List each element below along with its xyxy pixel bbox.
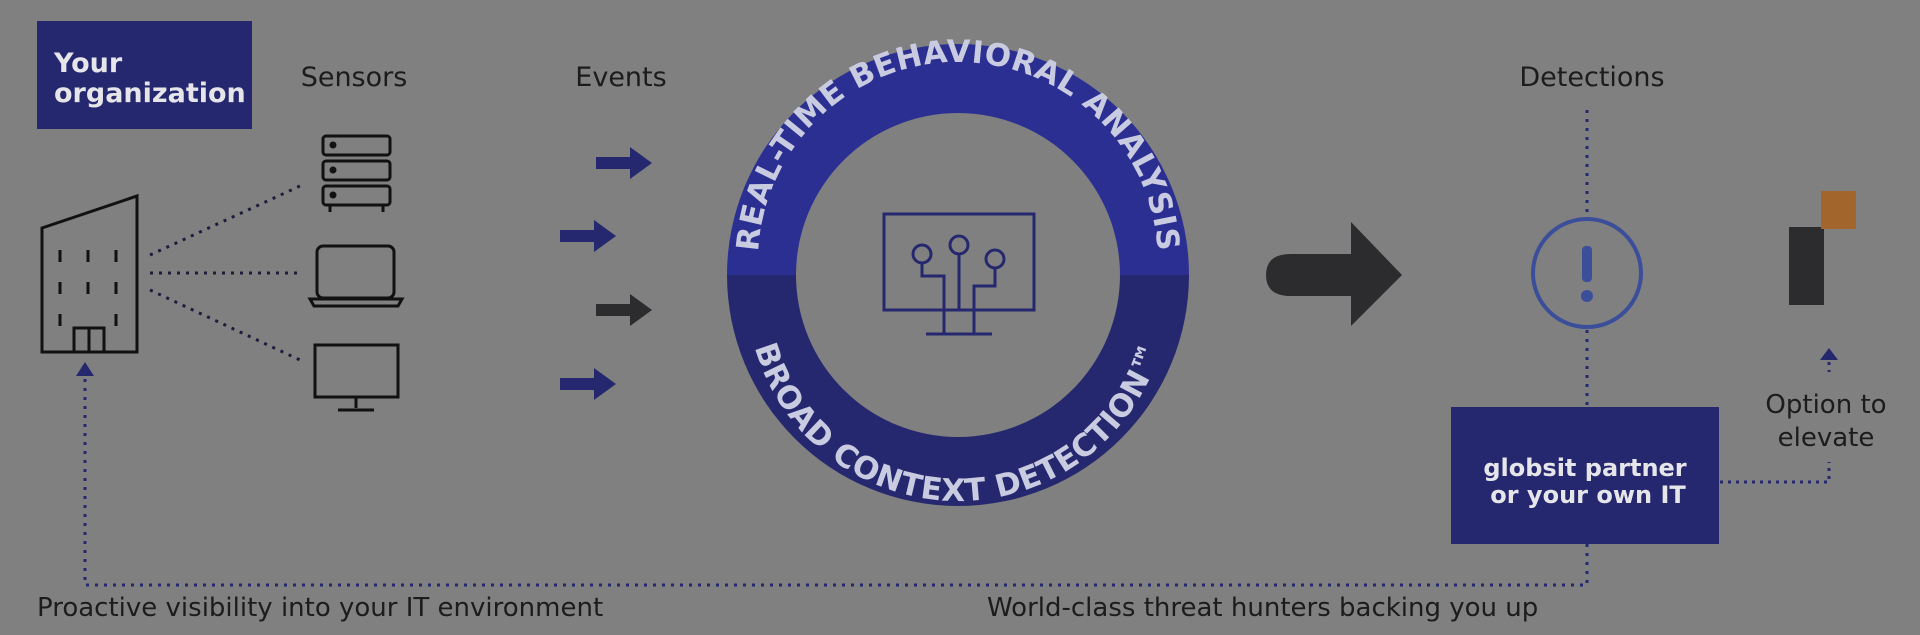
event-arrows — [560, 147, 652, 400]
organization-label-line1: Your — [53, 48, 123, 79]
elevate-icon — [1789, 191, 1856, 305]
elevate-arrowhead — [1820, 348, 1838, 360]
ring-top-half — [727, 44, 1189, 275]
monitor-icon — [313, 343, 400, 412]
event-arrow-2 — [560, 220, 616, 252]
elevate-label-line1: Option to — [1765, 390, 1886, 420]
elevate-connector — [1720, 462, 1831, 484]
event-arrow-3 — [596, 294, 652, 326]
event-arrow-4 — [560, 368, 616, 400]
event-arrow-1 — [596, 147, 652, 179]
partner-label-line2: or your own IT — [1490, 481, 1686, 509]
footer-right-caption: World-class threat hunters backing you u… — [987, 593, 1538, 623]
organization-box: Your organization — [37, 21, 252, 129]
footer-left-caption: Proactive visibility into your IT enviro… — [37, 593, 603, 623]
feedback-loop-line — [83, 376, 1589, 587]
elevate-label-line2: elevate — [1778, 423, 1875, 453]
server-icon — [321, 134, 392, 212]
network-monitor-icon — [882, 212, 1036, 336]
ring-bottom-half — [727, 275, 1189, 506]
sensor-links — [149, 184, 301, 362]
partner-box: globsit partner or your own IT — [1451, 407, 1719, 544]
feedback-arrowhead — [76, 362, 94, 376]
organization-label-line2: organization — [54, 78, 246, 109]
partner-label-line1: globsit partner — [1483, 454, 1686, 482]
laptop-icon — [307, 244, 405, 308]
alert-icon — [1531, 217, 1643, 329]
sensors-header: Sensors — [301, 62, 408, 93]
detection-arrow — [1266, 222, 1402, 326]
building-icon — [40, 193, 139, 354]
events-header: Events — [575, 62, 666, 93]
detections-header: Detections — [1519, 62, 1664, 93]
